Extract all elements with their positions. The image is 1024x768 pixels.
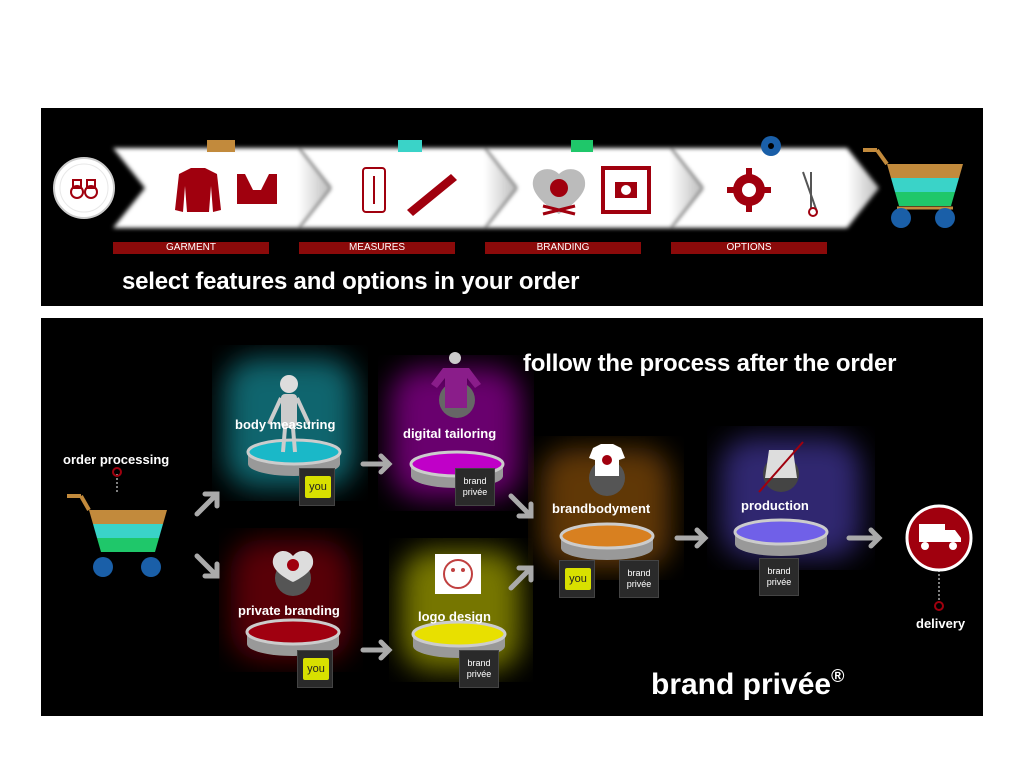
safety-pin-icon <box>802 171 818 217</box>
step-label-measures: MEASURES <box>299 242 455 254</box>
label-order-processing: order processing <box>63 452 170 467</box>
sweater-icon <box>175 168 221 212</box>
skull-tshirt-icon <box>589 444 625 496</box>
platform-body-measuring[interactable] <box>246 438 342 476</box>
process-flow-graphic <box>67 352 973 670</box>
process-panel: follow the process after the order order… <box>41 318 983 716</box>
thimble-needle-icon <box>758 441 804 493</box>
label-private-branding: private branding <box>238 603 340 618</box>
label-body-measuring: body measuring <box>235 417 336 432</box>
skull-heart-icon <box>532 169 586 216</box>
binoculars-icon[interactable] <box>53 157 115 219</box>
camera-frame-icon <box>601 166 651 214</box>
flow-arrows <box>194 453 883 661</box>
bottom-headline: follow the process after the order <box>523 350 897 377</box>
puzzle-orange-icon <box>207 140 235 152</box>
label-logo-design: logo design <box>418 609 491 624</box>
tag-you-brandbodyment: you <box>559 560 595 598</box>
gear-icon <box>727 168 771 212</box>
phone-measure-icon <box>362 167 386 213</box>
step-label-branding: BRANDING <box>485 242 641 254</box>
step-chevron-branding[interactable] <box>485 148 703 228</box>
label-digital-tailoring: digital tailoring <box>403 426 497 441</box>
step-chevron-options[interactable] <box>671 148 879 228</box>
tag-you-private-branding: you <box>297 650 333 688</box>
top-headline: select features and options in your orde… <box>122 268 580 295</box>
tiger-logo-icon <box>435 554 481 594</box>
step-chevron-measures[interactable] <box>299 148 517 228</box>
skull-heart-icon <box>272 550 314 596</box>
brand-name: brand privée <box>651 668 832 701</box>
body-mannequin-icon <box>267 375 311 453</box>
label-production: production <box>741 498 809 513</box>
shopping-cart-icon[interactable] <box>863 148 963 228</box>
puzzle-teal-icon <box>398 140 422 152</box>
step-label-options: OPTIONS <box>671 242 827 254</box>
puzzle-green-icon <box>571 140 593 152</box>
tag-you-body-measuring: you <box>299 468 335 506</box>
order-flow-graphic <box>53 136 963 228</box>
delivery-truck-icon[interactable] <box>905 504 973 611</box>
ruler-icon <box>407 174 457 216</box>
platform-brandbodyment[interactable] <box>559 522 655 560</box>
brand-prive-logo: brand privée® <box>651 666 845 702</box>
platform-logo-design[interactable] <box>411 620 507 658</box>
step-label-garment: GARMENT <box>113 242 269 254</box>
registered-mark: ® <box>831 666 845 686</box>
sports-bra-icon <box>237 174 277 204</box>
step-chevron-garment[interactable] <box>113 148 331 228</box>
order-features-panel: GARMENT MEASURES BRANDING OPTIONS select… <box>41 108 983 306</box>
label-delivery: delivery <box>916 616 966 631</box>
tailored-figure-icon <box>431 352 481 418</box>
order-cart-icon[interactable] <box>67 467 167 577</box>
platform-production[interactable] <box>733 518 829 556</box>
label-brandbodyment: brandbodyment <box>552 501 651 516</box>
